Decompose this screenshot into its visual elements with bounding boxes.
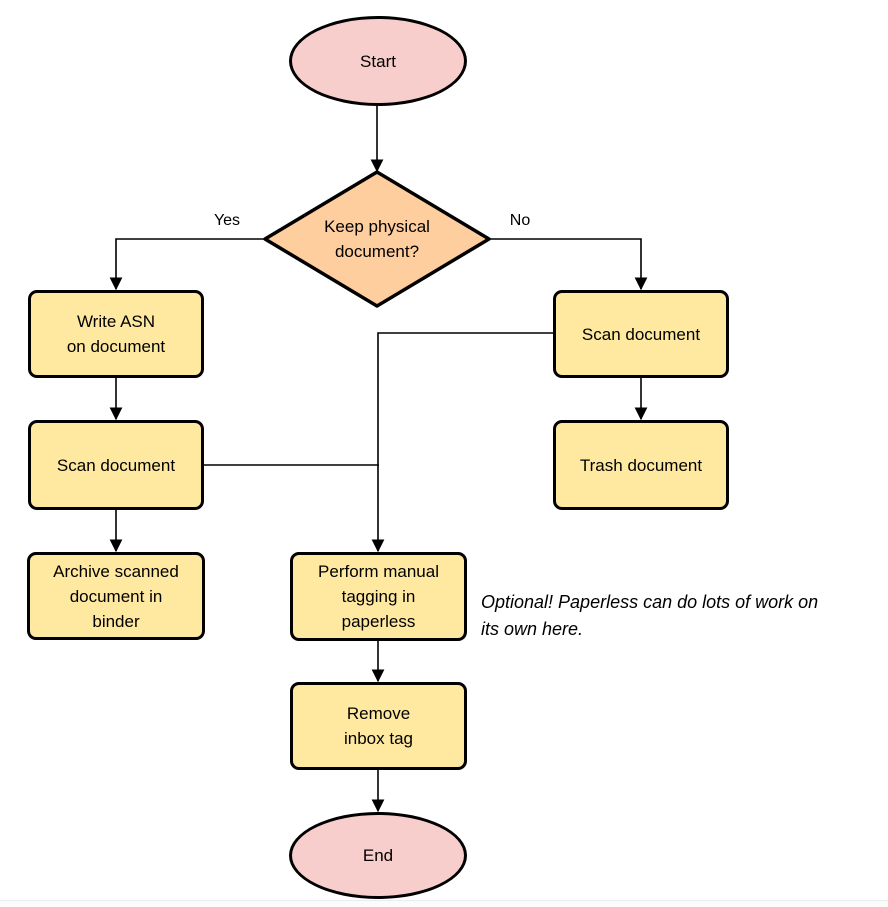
node-remove-inbox-tag: Remove inbox tag [290, 682, 467, 770]
node-write-asn-label: Write ASN on document [66, 312, 166, 356]
edge-label-yes: Yes [210, 212, 244, 230]
edge-label-no: No [506, 212, 534, 230]
node-scan-document-left: Scan document [28, 420, 204, 510]
node-write-asn: Write ASN on document [28, 290, 204, 378]
node-archive-binder-label: Archive scanned document in binder [53, 561, 179, 631]
node-start-label: Start [360, 51, 396, 71]
node-trash-document-label: Trash document [579, 455, 703, 475]
node-manual-tagging-label: Perform manual tagging in paperless [318, 562, 439, 631]
node-decision-shape [263, 170, 491, 308]
edge-decision-yes-to-write-asn [109, 238, 265, 291]
edge-decision-no-to-scan-right [489, 238, 648, 291]
node-scan-document-right-label: Scan document [581, 324, 701, 344]
node-end: End [289, 812, 467, 899]
node-scan-document-right: Scan document [553, 290, 729, 378]
node-decision-label: Keep physical document? [324, 217, 430, 261]
node-trash-document: Trash document [553, 420, 729, 510]
node-decision: Keep physical document? [265, 172, 489, 306]
node-end-label: End [362, 846, 394, 865]
node-scan-document-left-label: Scan document [56, 455, 176, 475]
edge-scan-right-to-tagging [371, 332, 553, 553]
annotation-optional-note: Optional! Paperless can do lots of work … [481, 592, 819, 639]
node-manual-tagging: Perform manual tagging in paperless [290, 552, 467, 641]
node-archive-binder: Archive scanned document in binder [27, 552, 205, 640]
viewport-bottom-edge [0, 900, 888, 907]
node-start: Start [289, 16, 467, 106]
node-remove-inbox-tag-label: Remove inbox tag [344, 704, 413, 748]
